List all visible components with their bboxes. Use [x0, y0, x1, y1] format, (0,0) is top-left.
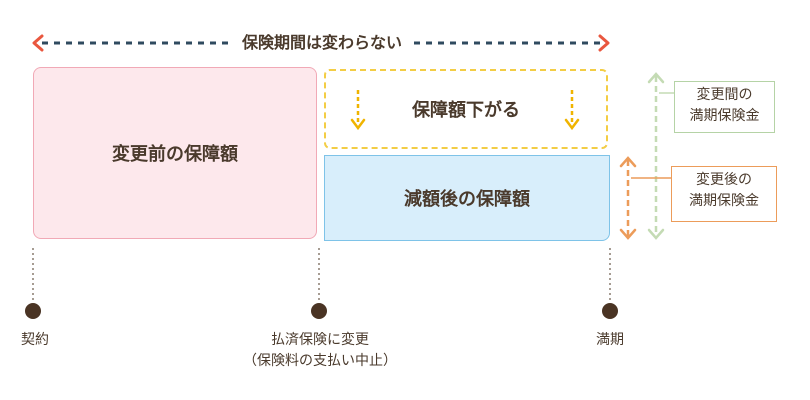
note-after-line1: 変更後の	[696, 172, 752, 188]
before-maturity-arrow-icon	[647, 72, 674, 240]
box-after-label: 減額後の保障額	[404, 189, 530, 210]
box-before-change: 変更前の保障額	[33, 67, 317, 239]
note-after-maturity: 変更後の 満期保険金	[671, 166, 777, 222]
timeline-change-label: 払済保険に変更 （保険料の支払い中止）	[220, 330, 420, 372]
timeline-change-dot	[311, 303, 327, 319]
period-arrow-right	[598, 34, 610, 52]
timeline-end-label: 満期	[596, 332, 624, 348]
note-before-maturity: 変更間の 満期保険金	[674, 81, 775, 133]
note-before-line1: 変更間の	[696, 87, 753, 103]
after-maturity-arrow-icon	[619, 156, 671, 240]
timeline-change-line1: 払済保険に変更	[271, 332, 369, 348]
note-before-line2: 満期保険金	[689, 108, 760, 124]
box-drop-label: 保障額下がる	[412, 100, 520, 121]
note-after-line2: 満期保険金	[689, 193, 759, 209]
box-amount-drop: 保障額下がる	[324, 69, 608, 149]
timeline-start-dot	[25, 303, 41, 319]
drop-arrow-left-icon	[350, 90, 366, 131]
drop-arrow-right-icon	[564, 90, 580, 131]
timeline-start-label: 契約	[21, 332, 49, 348]
box-after-reduction: 減額後の保障額	[324, 155, 610, 241]
timeline-end-dot	[602, 303, 618, 319]
period-arrow-left	[32, 34, 44, 52]
timeline-change-line2: （保険料の支払い中止）	[243, 353, 397, 369]
box-before-label: 変更前の保障額	[112, 144, 238, 165]
